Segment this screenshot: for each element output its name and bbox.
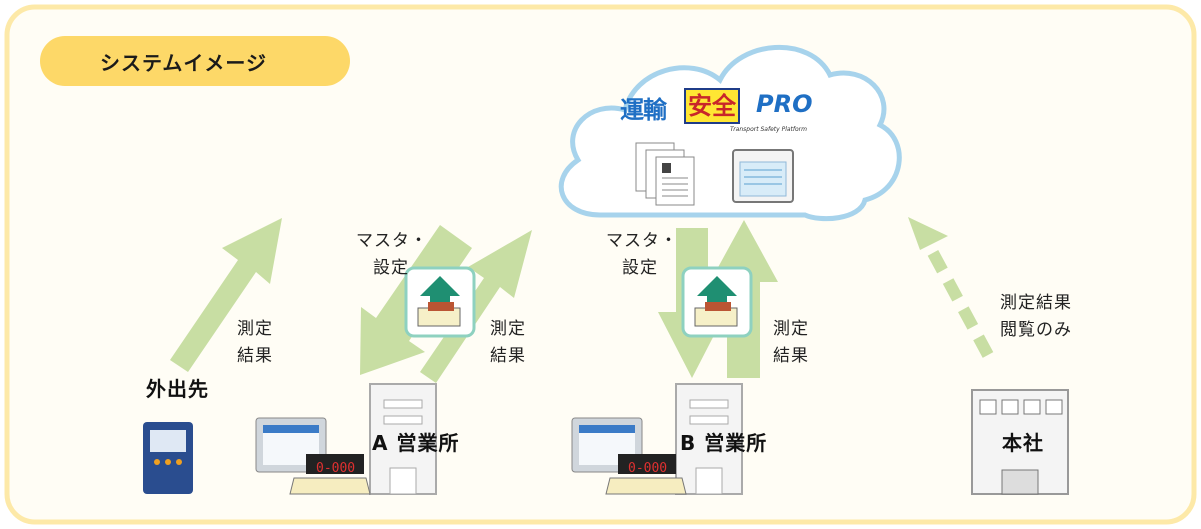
result-b-label-2: 結果 (773, 346, 809, 366)
logo-tagline: Transport Safety Platform (730, 126, 807, 133)
location-office-b: B 営業所 (680, 431, 768, 455)
screen-icon (732, 149, 794, 203)
logo: 運輸 安全 PRO Transport Safety Platform (620, 88, 820, 133)
master-a-label-2: 設定 (373, 258, 409, 278)
device-display-b: 0-000 (628, 461, 668, 476)
location-hq: 本社 (1002, 431, 1044, 455)
location-outside: 外出先 (146, 377, 209, 401)
page-title: システムイメージ (100, 51, 267, 75)
arrow-a-up (420, 230, 532, 383)
pc-b-icon (571, 417, 687, 495)
view-only-label-2: 閲覧のみ (1000, 320, 1072, 340)
arrow-hq-head (908, 217, 948, 250)
pc-a-icon (255, 417, 371, 495)
result-a-label-2: 結果 (490, 346, 526, 366)
upload-icon-b (681, 266, 753, 338)
result-outside-label-1: 測定 (237, 319, 273, 339)
result-outside-label-2: 結果 (237, 346, 273, 366)
master-b-label-1: マスタ・ (606, 231, 678, 251)
title-pill: システムイメージ (40, 36, 350, 86)
logo-pro: PRO (756, 90, 813, 118)
office-b-building (675, 383, 743, 495)
view-only-label-1: 測定結果 (1000, 293, 1072, 313)
arrow-outside-up (170, 218, 282, 372)
logo-anzen: 安全 (684, 88, 740, 124)
documents-icon (635, 142, 695, 206)
outer-frame (4, 4, 1197, 525)
device-display-a: 0-000 (316, 461, 356, 476)
logo-unyu: 運輸 (620, 96, 667, 124)
master-a-label-1: マスタ・ (356, 231, 428, 251)
result-b-label-1: 測定 (773, 319, 809, 339)
hq-building (971, 389, 1069, 495)
location-office-a: A 営業所 (372, 431, 460, 455)
upload-icon-a (404, 266, 476, 338)
master-b-label-2: 設定 (622, 258, 658, 278)
arrow-hq-dashed (920, 237, 994, 358)
handheld-device-icon (143, 422, 193, 494)
office-a-building (369, 383, 437, 495)
result-a-label-1: 測定 (490, 319, 526, 339)
